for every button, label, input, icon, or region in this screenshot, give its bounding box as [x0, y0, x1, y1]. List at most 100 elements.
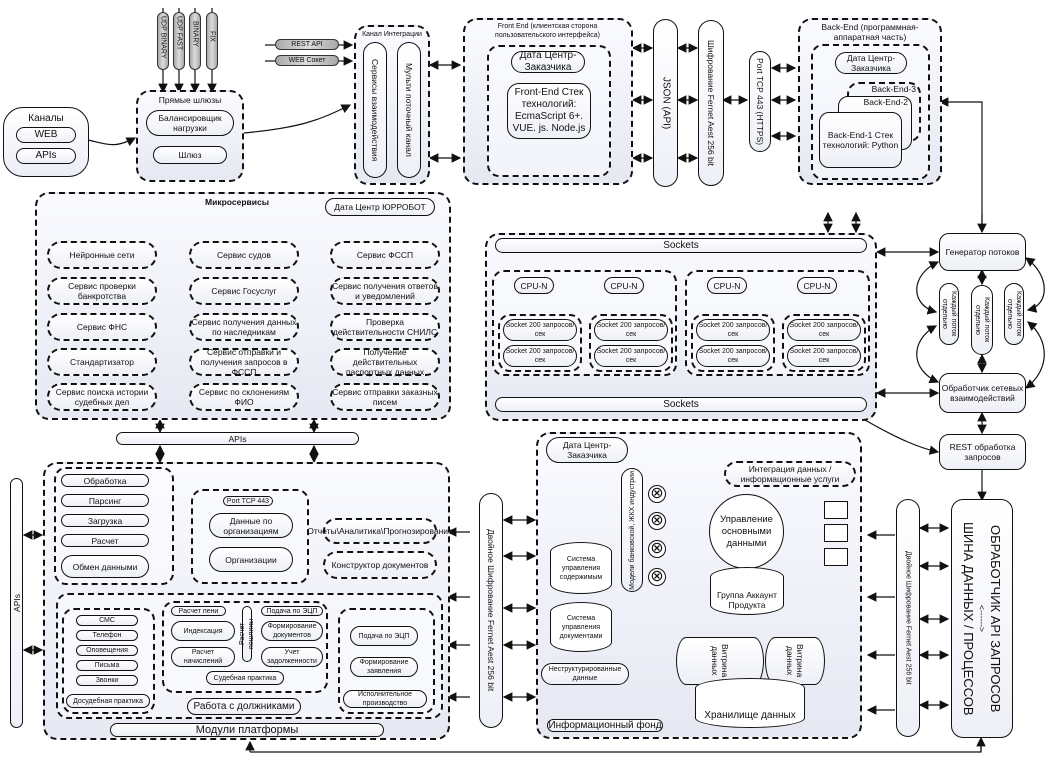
channels-title: Каналы: [28, 113, 64, 124]
microservice-item: Сервис поиска истории судебных дел: [47, 383, 157, 411]
channel-web[interactable]: WEB: [16, 127, 76, 143]
microservice-item: Сервис отправки заказных писем: [330, 383, 440, 411]
reports-analytics: Отчеты\Аналитика\Прогнозирование: [307, 518, 453, 544]
thread-2: Каждый поток отдельно: [971, 285, 993, 355]
json-api-bar: JSON (API): [653, 19, 678, 187]
court-debt: Учет задолженности: [261, 647, 323, 667]
load-balancer: Балансировщик нагрузки: [146, 110, 234, 136]
pretrial-item: СМС: [76, 615, 138, 626]
microservice-item: Сервис ФССП: [330, 241, 440, 269]
court-index: Индексация: [171, 621, 235, 641]
account-group-db: Группа Аккаунт Продукта: [710, 567, 784, 615]
court-group: Расчет пени Расчет пошлины Подача по ЭЦП…: [162, 601, 328, 693]
socket-node: Socket 200 запросов/сек: [503, 345, 577, 367]
microservice-item: Сервис получения данных по наследникам: [189, 313, 299, 341]
pretrial-item: Письма: [76, 660, 138, 671]
microservice-item: Получение действительных паспортных данн…: [330, 347, 440, 377]
microservice-item: Сервис ФНС: [47, 313, 157, 341]
socket-node: Socket 200 запросов/сек: [787, 319, 861, 341]
microservices-datacenter: Дата Центр ЮРРОБОТ: [325, 198, 435, 216]
multithread-channel: Мульти поточный канал: [397, 42, 421, 178]
socket-node: Socket 200 запросов/сек: [594, 319, 668, 341]
websocket-input: WEB Сокет: [275, 55, 339, 66]
data-warehouse: Хранилище данных: [695, 678, 805, 728]
backend-1: Back-End-1 Стек технологий: Python: [819, 112, 902, 168]
channel-apis[interactable]: APIs: [16, 148, 76, 164]
platform-modules-group: Обработка Парсинг Загрузка Расчет Обмен …: [43, 462, 453, 740]
court-calc-penalty: Расчет пени: [171, 606, 226, 616]
microservice-item: Проверка действительности СНИЛС: [330, 313, 440, 341]
court-accruals: Расчет начислений: [171, 647, 235, 667]
fernet-encryption-top: Шифрование Fernet Aest 256 bit: [698, 20, 724, 186]
sockets-bottom-bar: Sockets: [495, 397, 867, 412]
org-port: Port TCP 443: [223, 496, 273, 506]
org-data: Данные по организациям: [209, 513, 293, 538]
channels-group: Каналы WEB APIs: [3, 107, 89, 177]
enforcement-statement: Формирование заявления: [350, 657, 418, 677]
proc-processing: Обработка: [61, 474, 149, 487]
microservice-item: Сервис Госуслуг: [189, 277, 299, 305]
thread-1: Каждый поток отдельно: [939, 283, 959, 345]
pretrial-item: Телефон: [76, 630, 138, 641]
enforcement-filing: Подача по ЭЦП: [350, 626, 418, 646]
microservice-item: Сервис судов: [189, 241, 299, 269]
frontend-title: Front End (клиентская сторона пользовате…: [495, 23, 600, 39]
model-node-1: ⊗: [648, 485, 666, 503]
sockets-group: Sockets Sockets CPU-N Socket 200 запросов…: [485, 233, 877, 421]
proc-exchange: Обмен данными: [61, 555, 149, 578]
integration-slot-2: [824, 524, 848, 542]
frontend-group: Front End (клиентская сторона пользовате…: [463, 18, 633, 185]
enforcement-proceedings: Исполнительное производство: [343, 690, 427, 708]
microservices-group: Микросервисы Дата Центр ЮРРОБОТ Нейронны…: [35, 192, 451, 420]
bus-line-2: ШИНА ДАННЫХ / ПРОЦЕССОВ: [961, 521, 976, 716]
protocol-binary: BINARY: [189, 12, 201, 70]
integration-channel-group: Канал Интеграции Сервисы взаимодействия …: [354, 25, 430, 185]
protocol-udp-fast: UDP FAST: [173, 12, 185, 70]
fernet-encryption-mid: Двойное Шифрование Fernet Aest 256 bit: [479, 493, 503, 728]
thread-3: Каждый поток отдельно: [1004, 283, 1024, 345]
microservice-item: Нейронные сети: [47, 241, 157, 269]
apis-bar: APIs: [116, 432, 359, 445]
microservice-item: Сервис проверки банкротства: [47, 277, 157, 305]
document-constructor: Конструктор документов: [323, 551, 437, 579]
organizations-group: Port TCP 443 Данные по организациям Орга…: [191, 489, 309, 584]
master-data: Управление основными данными: [709, 494, 784, 569]
court-duty-calc: Расчет пошлины: [239, 606, 255, 662]
thread-generator: Генератор потоков: [939, 233, 1026, 271]
bus-line-1: ОБРАБОТЧИК API ЗАПРОСОВ: [988, 524, 1003, 713]
info-fund-group: Дата Центр-Заказчика Модели банковской, …: [536, 432, 862, 739]
court-docs: Формирование документов: [261, 621, 323, 641]
integration-slot-1: [824, 501, 848, 519]
rest-api-input: REST API: [275, 39, 339, 50]
socket-node: Socket 200 запросов/сек: [696, 345, 770, 367]
rest-processing: REST обработка запросов: [939, 434, 1026, 470]
court-practice: Судебная практика: [206, 671, 284, 685]
platform-modules-title: Модули платформы: [110, 723, 384, 737]
backend-group: Back-End (программная-аппаратная часть) …: [798, 18, 942, 185]
direct-gateways-title: Прямые шлюзы: [158, 95, 222, 105]
integration-channel-title: Канал Интеграции: [362, 31, 422, 38]
sockets-top-bar: Sockets: [495, 238, 867, 253]
backend-title: Back-End (программная-аппаратная часть): [821, 22, 919, 42]
protocol-udp-binary: UDP BINARY: [157, 12, 169, 70]
court-filing: Подача по ЭЦП: [261, 606, 323, 616]
org-list: Организации: [209, 547, 293, 572]
debtors-work: Работа с должниками: [187, 698, 301, 715]
cpu-node: CPU-N: [514, 277, 554, 294]
microservice-item: Стандартизатор: [47, 348, 157, 376]
unstructured-data: Неструктурированные данные: [541, 663, 629, 685]
model-node-3: ⊗: [648, 540, 666, 558]
microservices-title: Микросервисы: [205, 197, 269, 207]
data-integration: Интеграция данных / информационные услуг…: [724, 461, 856, 487]
interaction-services: Сервисы взаимодействия: [363, 42, 387, 178]
data-mart-1: Витрина данных: [676, 637, 764, 685]
socket-node: Socket 200 запросов/сек: [503, 319, 577, 341]
cpu-node: CPU-N: [797, 277, 837, 294]
microservice-item: Сервис получения ответов и уведомлений: [330, 277, 440, 305]
cpu-node: CPU-N: [604, 277, 644, 294]
